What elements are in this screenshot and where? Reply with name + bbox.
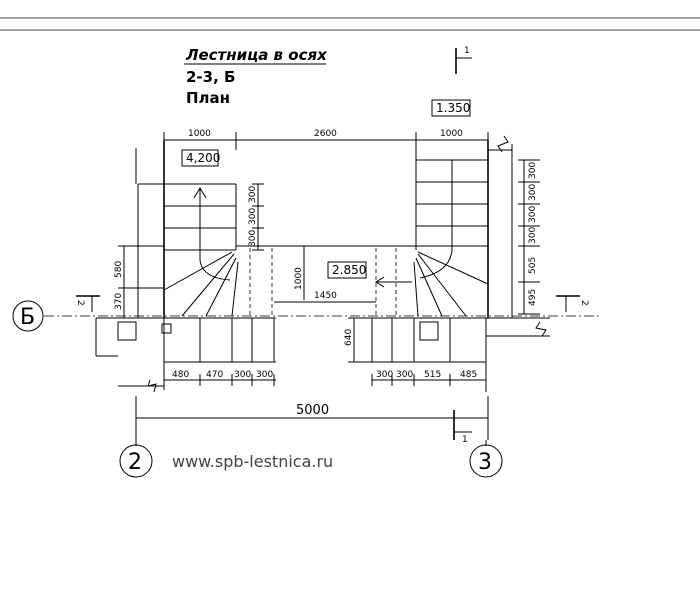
dim-left-stair-2: 300 (248, 208, 258, 225)
right-winder-4 (413, 261, 419, 317)
dim-right-stair-4: 300 (528, 227, 538, 244)
axis-3-label: 3 (478, 450, 492, 475)
dim-left-vertical-2: 370 (114, 293, 124, 310)
level-box-left (181, 149, 219, 167)
dim-left-stair-3: 300 (248, 230, 258, 247)
dim-right-stair-3: 300 (528, 206, 538, 223)
dim-right-stair-5: 505 (528, 257, 538, 274)
level-box-middle (327, 261, 367, 279)
dim-bottom-right-1: 300 (376, 370, 393, 380)
level-box-right-top (431, 99, 471, 117)
level-left-landing: 4,200 (186, 151, 220, 165)
axis-2-bubble (119, 444, 153, 478)
dim-left-vertical-1: 580 (114, 261, 124, 278)
left-small-square (161, 323, 172, 334)
axis-2-label: 2 (128, 450, 142, 475)
title-line3: План (186, 89, 230, 107)
left-winder-1 (163, 251, 233, 291)
axis-b-bubble (12, 300, 44, 332)
dim-bottom-left-1: 480 (172, 370, 189, 380)
dim-middle-horizontal: 1450 (314, 291, 337, 301)
level-right-top: 1.350 (436, 101, 470, 115)
dim-bottom-right-3: 515 (424, 370, 441, 380)
right-column-square (419, 321, 439, 341)
right-winder-3 (415, 257, 443, 317)
right-winder-curve (419, 249, 453, 279)
dim-left-stair-1: 300 (248, 186, 258, 203)
dim-top-3: 1000 (440, 129, 463, 139)
dim-right-stair-2: 300 (528, 184, 538, 201)
dim-right-stair-6: 495 (528, 289, 538, 306)
left-winder-4 (231, 261, 239, 317)
dim-bottom-left-4: 300 (256, 370, 273, 380)
dim-overall: 5000 (296, 403, 329, 418)
dim-top-2: 2600 (314, 129, 337, 139)
dim-bottom-right-4: 485 (460, 370, 477, 380)
section-left-label: 2 (75, 300, 85, 306)
title-line2: 2-3, Б (186, 68, 235, 86)
middle-arrow-head (375, 276, 385, 288)
level-middle: 2.850 (332, 263, 366, 277)
title-line1: Лестница в осях (185, 46, 328, 64)
section-mark-top-label: 1 (464, 46, 470, 56)
axis-3-bubble (469, 444, 503, 478)
right-winder-2 (417, 253, 467, 317)
dim-top-1: 1000 (188, 129, 211, 139)
dim-right-stair-1: 300 (528, 162, 538, 179)
dim-bottom-right-vertical: 640 (344, 329, 354, 346)
bottom-right-break-mark (535, 321, 547, 337)
left-up-arrow-head (193, 187, 207, 199)
axis-b-label: Б (20, 305, 35, 330)
left-winder-3 (205, 257, 237, 317)
left-winder-curve (199, 259, 231, 281)
section-mark-bottom-label: 1 (462, 435, 468, 445)
dim-middle-vertical: 1000 (294, 267, 304, 290)
bottom-left-break-mark (147, 379, 157, 393)
left-column-square (117, 321, 137, 341)
left-winder-2 (181, 253, 235, 317)
section-right-label: 2 (579, 300, 589, 306)
dim-bottom-left-2: 470 (206, 370, 223, 380)
right-winder-1 (417, 251, 489, 285)
website-watermark: www.spb-lestnica.ru (172, 452, 333, 471)
right-break-mark (497, 135, 509, 153)
dim-bottom-left-3: 300 (234, 370, 251, 380)
dim-bottom-right-2: 300 (396, 370, 413, 380)
